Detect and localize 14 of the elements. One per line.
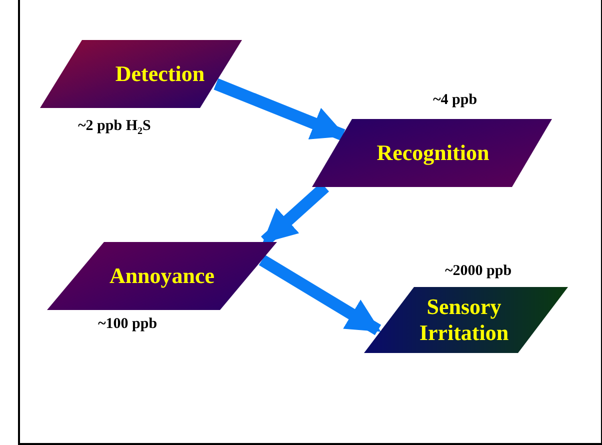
concentration-label: ~4 ppb (433, 92, 478, 109)
concentration-label: ~2000 ppb (445, 263, 512, 280)
concentration-label: ~2 ppb H$_{2}$S (78, 118, 151, 137)
node-label: Annoyance (108, 262, 216, 290)
node-label: Sensory Irritation (418, 293, 510, 347)
parallelogram-box (312, 119, 552, 187)
parallelogram-box (364, 287, 568, 353)
node-label: Recognition (376, 139, 490, 167)
concentration-label: ~100 ppb (98, 316, 158, 333)
parallelogram-box (47, 242, 277, 310)
node-label: Detection (114, 60, 206, 88)
arrow (258, 254, 382, 336)
parallelogram-box (40, 40, 242, 108)
arrow (214, 78, 346, 141)
